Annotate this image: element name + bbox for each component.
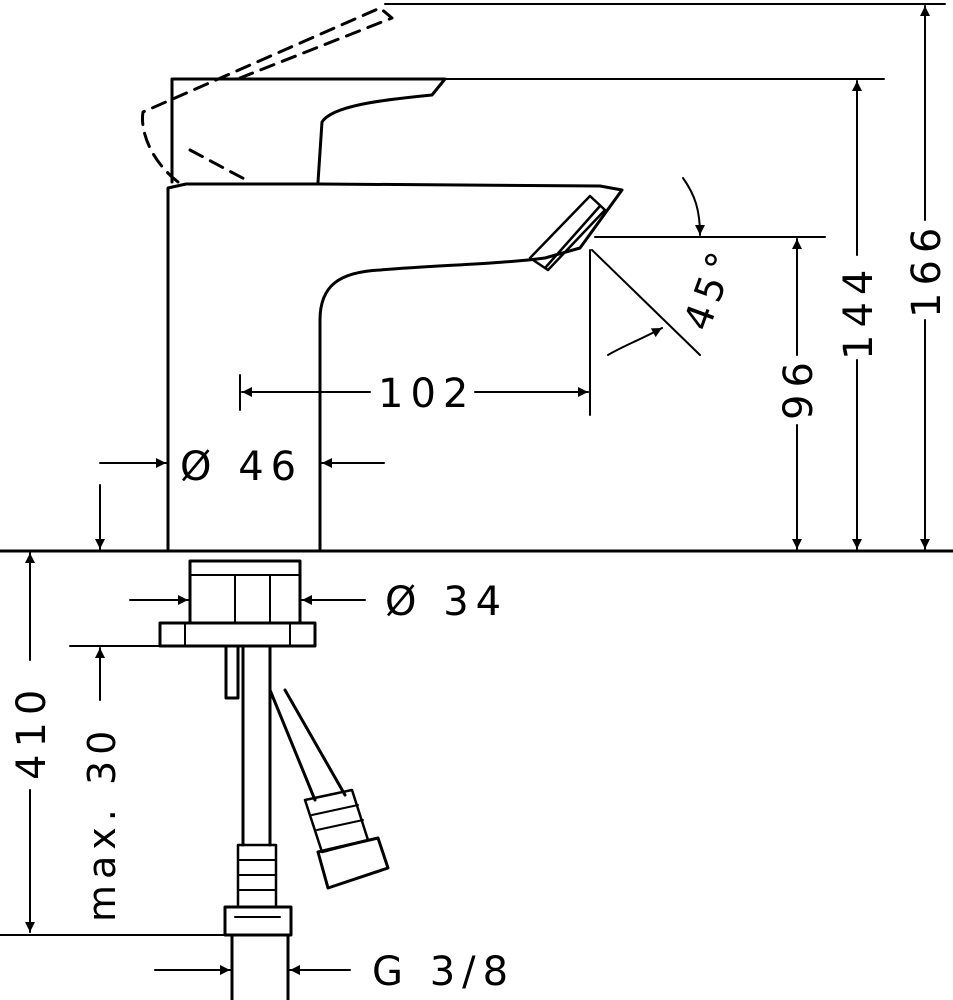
hose-connector-straight [223,905,293,937]
stud-bolt [224,644,240,700]
supply-hose-straight [241,644,272,847]
dim-shank-diameter: Ø 34 [385,579,508,625]
dim-handle-height: 144 [836,263,882,360]
dim-spout-reach: 102 [378,371,475,417]
hose-connector-angled [316,836,390,890]
spout-tip [528,194,607,272]
dim-connection-thread: G 3/8 [372,949,515,995]
dim-spout-angle: 45° [675,241,746,336]
dim-spout-height: 96 [776,355,822,420]
mounting-nut [158,621,317,648]
handle-open-position [140,6,394,184]
shank [188,559,302,625]
dim-max-counter-thickness: max. 30 [80,725,124,922]
dim-total-height: 166 [904,221,950,318]
supply-hose-angled [268,688,347,802]
dim-body-diameter: Ø 46 [180,444,303,490]
handle-lever [170,77,447,184]
dim-hose-length: 410 [9,683,55,780]
faucet-body [166,182,624,553]
